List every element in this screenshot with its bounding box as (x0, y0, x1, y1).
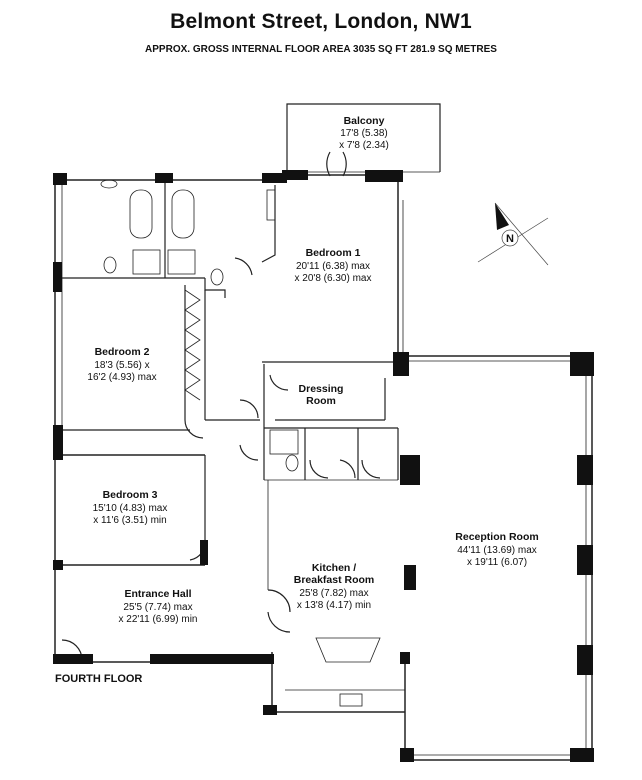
entrance-dim2: x 22'11 (6.99) min (119, 614, 198, 625)
reception-dim1: 44'11 (13.69) max (457, 545, 537, 556)
column (263, 705, 277, 715)
kitchen-name-line2: Breakfast Room (294, 574, 375, 586)
kitchen-sink (339, 693, 363, 707)
kitchen-door-top (267, 589, 291, 613)
shower-2 (167, 249, 196, 275)
column (53, 654, 93, 664)
bedroom3-dim2: x 11'6 (3.51) min (93, 515, 166, 526)
dressing-door (269, 374, 289, 391)
column (262, 173, 287, 183)
plan-title: Belmont Street, London, NW1 (170, 10, 472, 33)
bedroom1-door (234, 257, 253, 276)
wc-2 (210, 268, 224, 286)
cupboard-door-2 (339, 459, 356, 479)
column (155, 173, 173, 183)
bedroom1-name: Bedroom 1 (306, 247, 361, 259)
column (53, 425, 63, 460)
kitchen-dim2: x 13'8 (4.17) min (297, 600, 371, 611)
balcony-door-left (326, 151, 331, 177)
column (282, 170, 308, 180)
cupboard-door-3 (361, 459, 381, 479)
column (53, 262, 62, 292)
bedroom1-dim2: x 20'8 (6.30) max (295, 273, 372, 284)
kitchen-door-bottom (267, 611, 291, 633)
bedroom2-door (184, 419, 204, 439)
column (53, 560, 63, 570)
bedroom2-name: Bedroom 2 (95, 346, 150, 358)
basin-1 (100, 179, 118, 189)
bedroom2-dim1: 18'3 (5.56) x (94, 360, 149, 371)
balcony-dim1: 17'8 (5.38) (340, 128, 388, 139)
double-basin (266, 189, 276, 221)
kitchen-name-line1: Kitchen / (312, 562, 356, 574)
wc-3 (285, 454, 299, 472)
reception-name: Reception Room (455, 531, 538, 543)
bath-1 (129, 189, 153, 239)
floor-area-subtitle: APPROX. GROSS INTERNAL FLOOR AREA 3035 S… (145, 44, 497, 55)
dressing-name-line1: Dressing (299, 383, 344, 395)
entrance-name: Entrance Hall (124, 588, 191, 600)
bedroom2-dim2: 16'2 (4.93) max (87, 372, 156, 383)
balcony-dim2: x 7'8 (2.34) (339, 140, 389, 151)
bathroom-corridor-wall (204, 278, 226, 298)
compass-north-arrow (495, 203, 509, 230)
column (570, 352, 594, 376)
compass-center (501, 229, 519, 247)
bath-2 (171, 189, 195, 239)
bedroom3-dim1: 15'10 (4.83) max (93, 503, 168, 514)
column (150, 654, 274, 664)
column (393, 352, 409, 376)
corridor-door (239, 399, 259, 419)
column (404, 565, 416, 590)
column (577, 455, 593, 485)
wall-columns (53, 170, 594, 762)
compass-line (494, 202, 549, 266)
kitchen-dim1: 25'8 (7.82) max (299, 588, 368, 599)
island-hob (315, 637, 381, 663)
wc-1 (103, 256, 117, 274)
cupboard-door-1 (309, 459, 329, 479)
balcony-outline (286, 103, 441, 172)
shower-1 (132, 249, 161, 275)
shower-3 (269, 429, 299, 455)
column (400, 455, 420, 485)
shower-room-door (239, 444, 259, 461)
column (570, 748, 594, 762)
bedroom1-dim1: 20'11 (6.38) max (296, 261, 370, 272)
column (577, 645, 593, 675)
entrance-dim1: 25'5 (7.74) max (123, 602, 192, 613)
column (400, 652, 410, 664)
column (200, 540, 208, 565)
wardrobe-doors (184, 289, 201, 401)
column (365, 170, 403, 182)
reception-dim2: x 19'11 (6.07) (467, 557, 527, 568)
dressing-name-line2: Room (306, 395, 336, 407)
bedroom3-name: Bedroom 3 (103, 489, 158, 501)
balcony-name: Balcony (344, 115, 385, 127)
north-compass: N (477, 202, 549, 266)
ensuite-east-wall (261, 185, 276, 263)
column (400, 748, 414, 762)
column (53, 173, 67, 185)
column (577, 545, 593, 575)
floor-label: FOURTH FLOOR (55, 673, 142, 685)
balcony-door-right (342, 151, 347, 177)
compass-letter: N (506, 233, 514, 245)
